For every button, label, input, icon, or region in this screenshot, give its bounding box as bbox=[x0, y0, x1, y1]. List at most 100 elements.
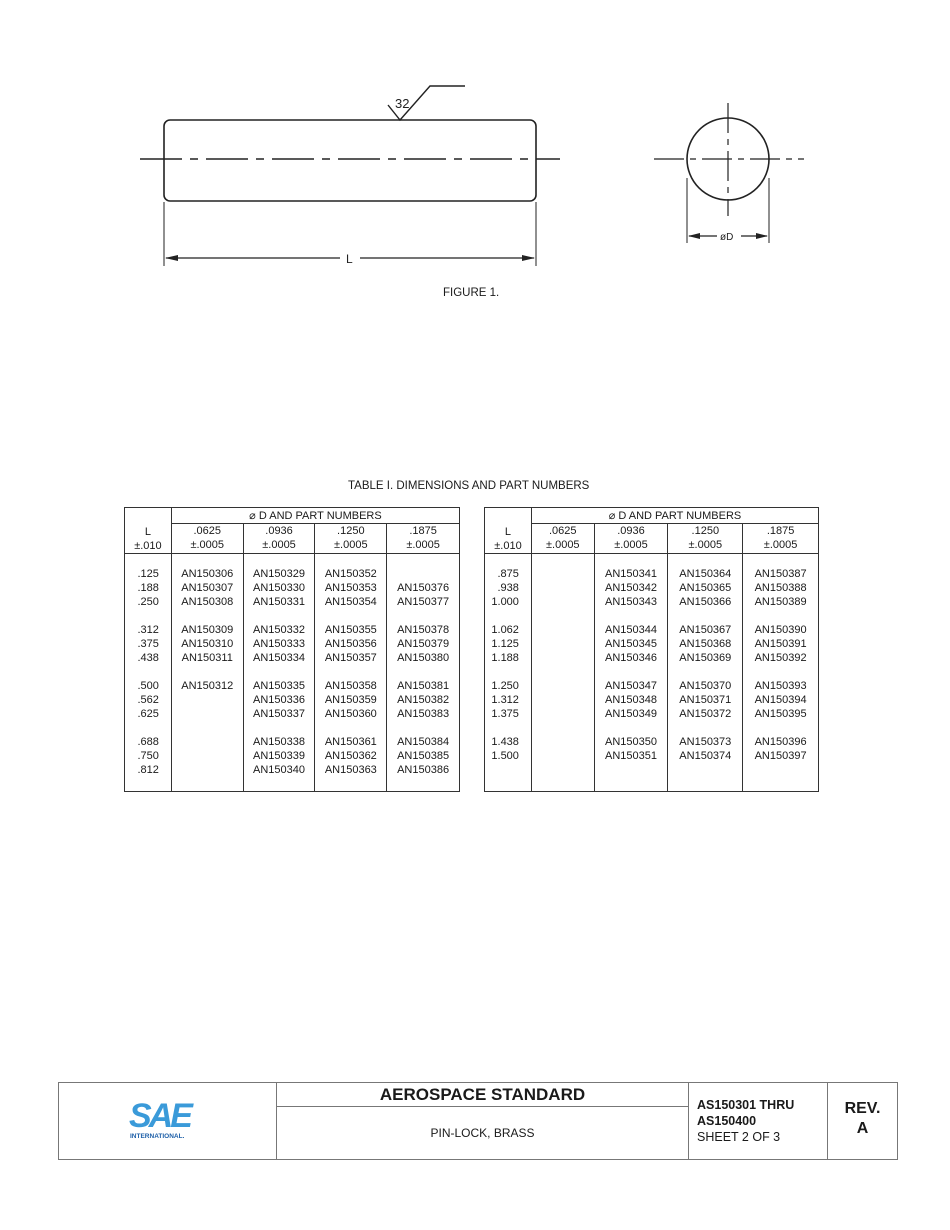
part-number: AN150354 bbox=[314, 595, 387, 609]
part-number: AN150388 bbox=[742, 581, 819, 595]
part-number: AN150389 bbox=[742, 595, 819, 609]
part-number: AN150330 bbox=[242, 581, 315, 595]
sae-logo: SAE INTERNATIONAL. bbox=[129, 1097, 197, 1140]
diameter-header: .1875±.0005 bbox=[386, 523, 460, 554]
part-number: AN150331 bbox=[242, 595, 315, 609]
part-number: AN150310 bbox=[170, 637, 244, 651]
part-number: AN150371 bbox=[667, 693, 743, 707]
diameter-header: .0936±.0005 bbox=[593, 523, 668, 554]
part-number: AN150342 bbox=[593, 581, 668, 595]
document-title: PIN-LOCK, BRASS bbox=[430, 1126, 535, 1140]
part-number: AN150381 bbox=[386, 679, 460, 693]
part-number: AN150358 bbox=[314, 679, 387, 693]
part-number bbox=[386, 567, 460, 581]
part-number: AN150369 bbox=[667, 651, 743, 665]
part-numbers-table-left: L±.010 ⌀ D AND PART NUMBERS .0625±.0005 … bbox=[124, 507, 460, 792]
part-number: AN150368 bbox=[667, 637, 743, 651]
revision-cell: REV.A bbox=[828, 1083, 897, 1159]
part-number: AN150352 bbox=[314, 567, 387, 581]
figure-caption: FIGURE 1. bbox=[443, 287, 500, 299]
part-number: AN150311 bbox=[170, 651, 244, 665]
diameter-header: .0625±.0005 bbox=[170, 523, 244, 554]
part-number: AN150367 bbox=[667, 623, 743, 637]
length-value: 1.312 bbox=[491, 694, 519, 706]
part-number bbox=[530, 651, 595, 665]
part-number bbox=[530, 693, 595, 707]
part-number: AN150335 bbox=[242, 679, 315, 693]
part-number: AN150307 bbox=[170, 581, 244, 595]
diameter-header: .0936±.0005 bbox=[242, 523, 315, 554]
length-value: 1.125 bbox=[491, 638, 519, 650]
part-number: AN150365 bbox=[667, 581, 743, 595]
figure-1-drawing: 32 L øD bbox=[140, 85, 804, 266]
part-number: AN150312 bbox=[170, 679, 244, 693]
length-value: .562 bbox=[137, 694, 159, 706]
part-number bbox=[170, 749, 244, 763]
part-number: AN150329 bbox=[242, 567, 315, 581]
part-number: AN150334 bbox=[242, 651, 315, 665]
part-number: AN150346 bbox=[593, 651, 668, 665]
part-number: AN150306 bbox=[170, 567, 244, 581]
arrow-left-icon bbox=[688, 233, 700, 239]
part-number bbox=[530, 581, 595, 595]
part-number: AN150340 bbox=[242, 763, 315, 777]
part-number: AN150390 bbox=[742, 623, 819, 637]
diameter-header: .0625±.0005 bbox=[530, 523, 595, 554]
part-number bbox=[170, 763, 244, 777]
diameter-header: .1250±.0005 bbox=[667, 523, 743, 554]
part-number: AN150387 bbox=[742, 567, 819, 581]
part-number bbox=[530, 637, 595, 651]
part-numbers-table-right: L±.010 ⌀ D AND PART NUMBERS .0625±.0005 … bbox=[484, 507, 819, 792]
part-number: AN150347 bbox=[593, 679, 668, 693]
svg-text:SAE: SAE bbox=[129, 1097, 194, 1135]
part-number: AN150344 bbox=[593, 623, 668, 637]
part-number bbox=[530, 679, 595, 693]
length-value: 1.188 bbox=[491, 652, 519, 664]
part-number: AN150394 bbox=[742, 693, 819, 707]
part-number: AN150360 bbox=[314, 707, 387, 721]
part-number bbox=[530, 707, 595, 721]
part-number: AN150364 bbox=[667, 567, 743, 581]
part-number: AN150337 bbox=[242, 707, 315, 721]
length-value: 1.500 bbox=[491, 750, 519, 762]
part-number: AN150380 bbox=[386, 651, 460, 665]
length-value: .688 bbox=[137, 736, 159, 748]
svg-text:INTERNATIONAL.: INTERNATIONAL. bbox=[130, 1133, 185, 1140]
length-value: 1.062 bbox=[491, 624, 519, 636]
part-number bbox=[170, 707, 244, 721]
part-number: AN150357 bbox=[314, 651, 387, 665]
part-number: AN150348 bbox=[593, 693, 668, 707]
diameter-group-header: ⌀ D AND PART NUMBERS bbox=[170, 507, 460, 524]
surface-finish-symbol bbox=[387, 85, 465, 122]
part-number: AN150386 bbox=[386, 763, 460, 777]
table-title: TABLE I. DIMENSIONS AND PART NUMBERS bbox=[348, 480, 590, 492]
part-number: AN150373 bbox=[667, 735, 743, 749]
standard-type: AEROSPACE STANDARD bbox=[277, 1083, 688, 1107]
part-number: AN150384 bbox=[386, 735, 460, 749]
length-value: .375 bbox=[137, 638, 159, 650]
part-number bbox=[530, 595, 595, 609]
length-value: .250 bbox=[137, 596, 159, 608]
part-number: AN150343 bbox=[593, 595, 668, 609]
part-number bbox=[170, 693, 244, 707]
part-number: AN150350 bbox=[593, 735, 668, 749]
part-number: AN150351 bbox=[593, 749, 668, 763]
part-number bbox=[530, 735, 595, 749]
part-number: AN150396 bbox=[742, 735, 819, 749]
part-number: AN150333 bbox=[242, 637, 315, 651]
part-number: AN150332 bbox=[242, 623, 315, 637]
